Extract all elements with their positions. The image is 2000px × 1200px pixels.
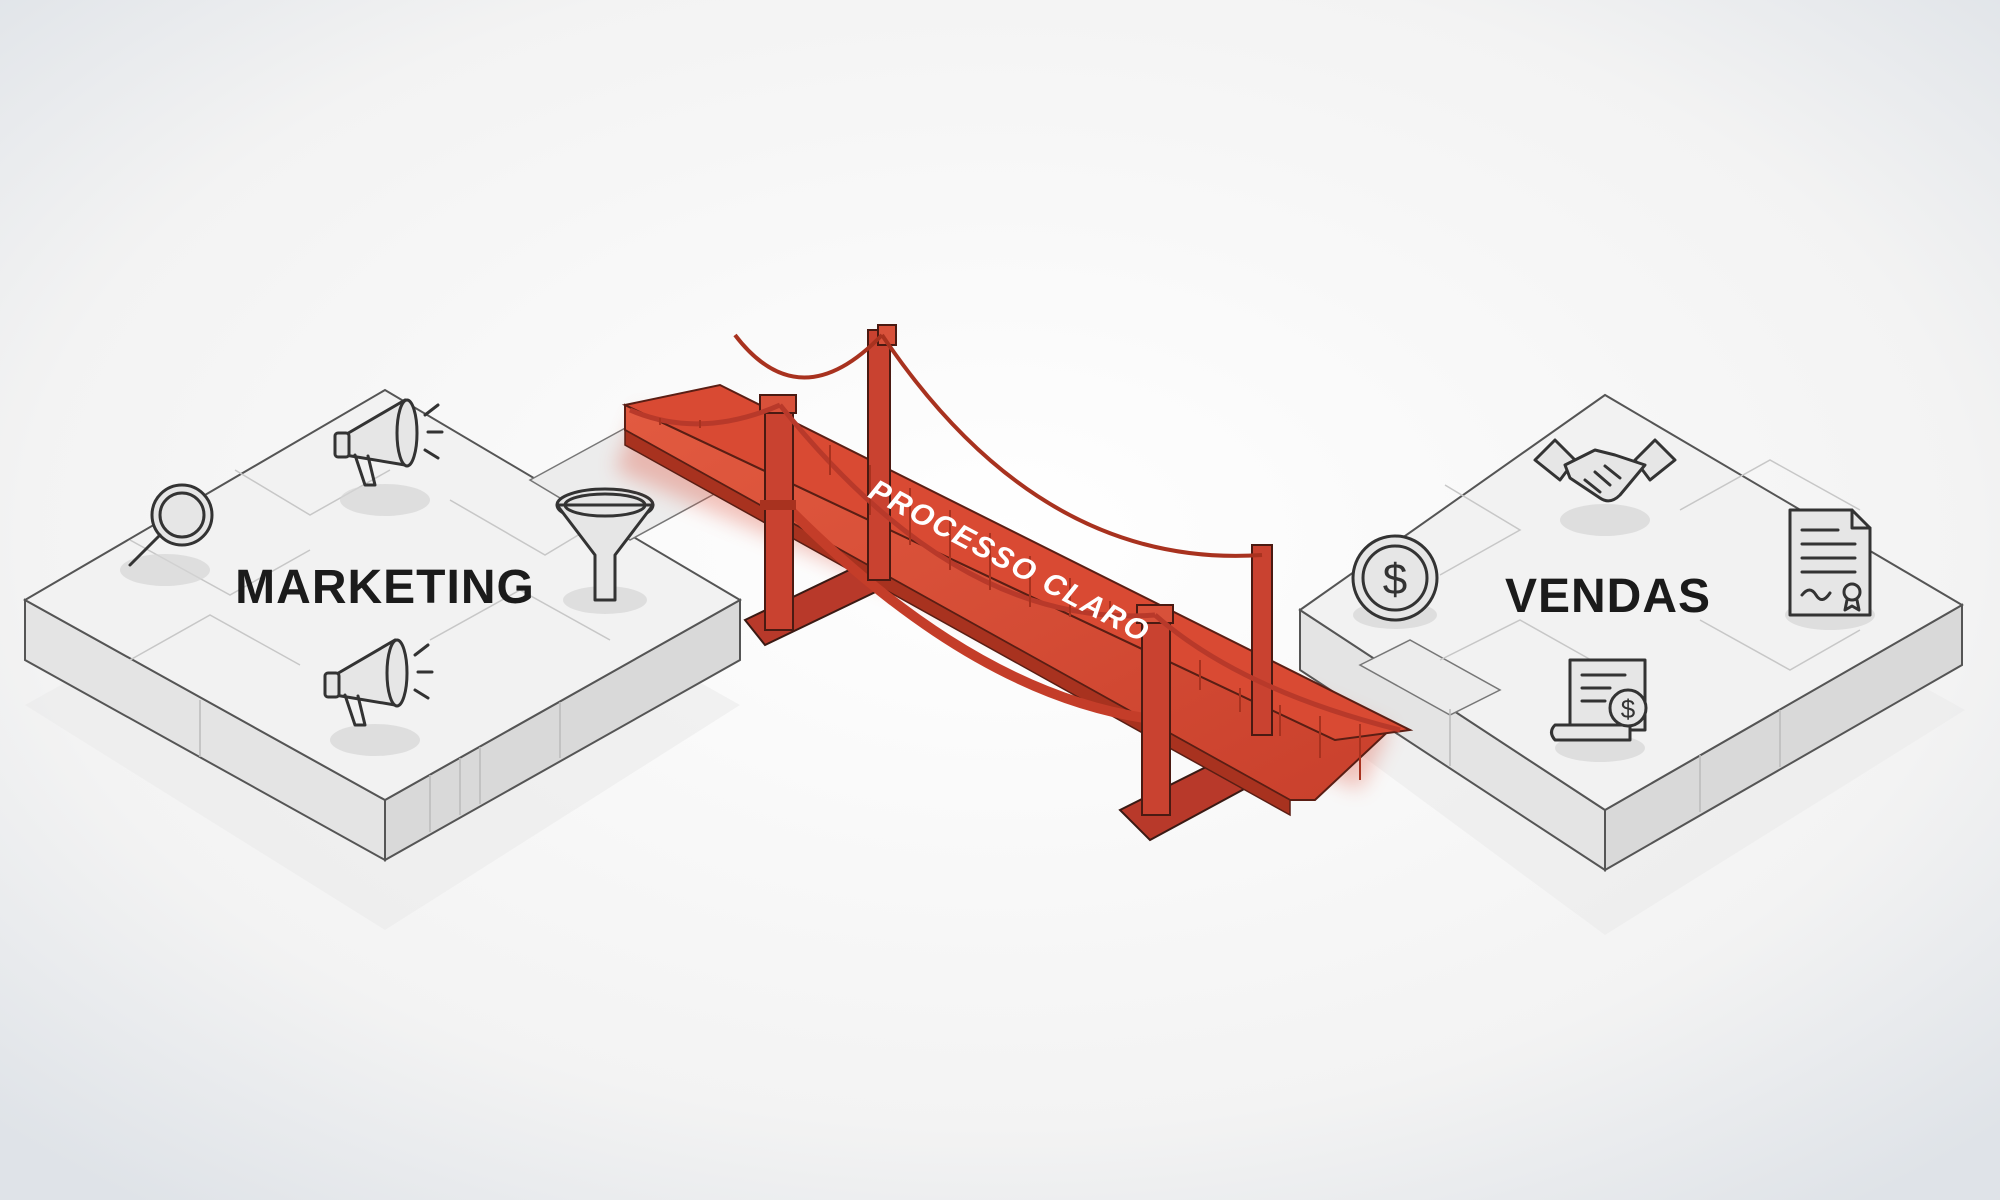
svg-text:$: $ — [1383, 555, 1407, 604]
bridge-cable-far-left — [733, 333, 884, 380]
bridge-deck-surface — [621, 383, 1414, 742]
bridge-suspenders — [659, 418, 1361, 780]
vendas-label: VENDAS — [1505, 570, 1711, 623]
bridge-arch — [786, 506, 1161, 725]
funnel-icon — [555, 487, 655, 614]
dollar-coin-icon: $ — [1351, 534, 1439, 629]
handshake-icon — [1533, 438, 1677, 536]
marketing-platform: MARKETING — [22, 388, 742, 930]
bridge-cable-far-main — [880, 333, 1263, 558]
bridge-tower-near-right — [1136, 604, 1174, 816]
bridge-cable-near-right — [1153, 613, 1401, 733]
contract-icon — [1785, 508, 1875, 630]
vendas-platform-ramp — [1358, 639, 1502, 716]
bridge-tower-near-left — [759, 394, 797, 631]
invoice-icon: $ — [1550, 658, 1648, 762]
marketing-platform-top — [22, 388, 742, 802]
magnifier-icon — [120, 483, 214, 586]
marketing-platform-side-details — [199, 700, 561, 832]
vendas-platform-grid — [1439, 459, 1861, 671]
svg-text:$: $ — [1621, 694, 1636, 724]
vendas-platform: VENDAS $ — [1298, 393, 1965, 935]
bridge-tower-far-right — [1251, 544, 1273, 736]
bridge: PROCESSO CLARO — [615, 324, 1414, 842]
vendas-platform-side-details — [1449, 709, 1781, 812]
megaphone-icon — [333, 398, 444, 516]
megaphone-icon — [323, 638, 434, 756]
marketing-label: MARKETING — [235, 561, 535, 614]
bridge-cable-near-left — [629, 402, 782, 427]
